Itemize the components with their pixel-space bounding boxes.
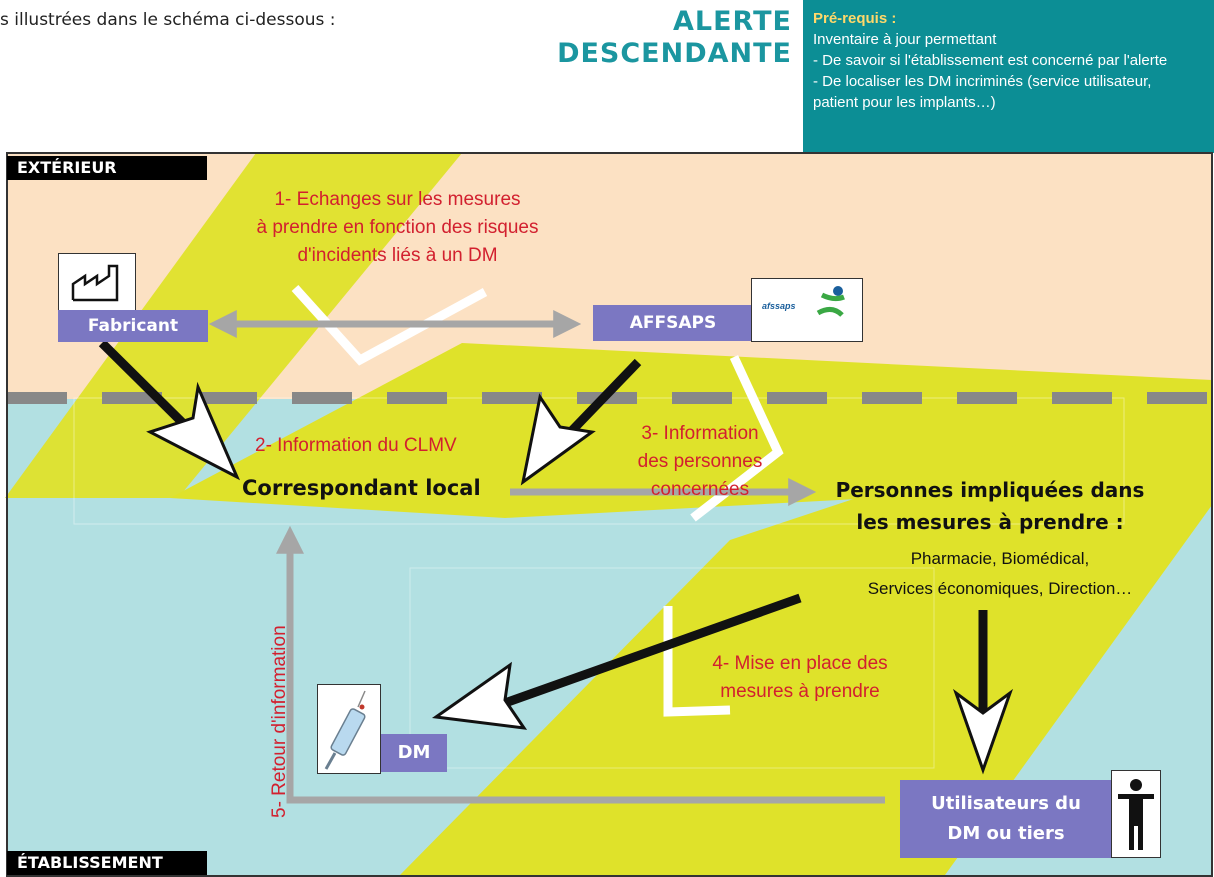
alert-title: ALERTE DESCENDANTE — [520, 6, 792, 70]
users-node: Utilisateurs du DM ou tiers — [900, 780, 1112, 858]
person-icon — [1118, 779, 1154, 850]
involved-people-line: Personnes impliquées dans — [835, 478, 1145, 502]
dm-node: DM — [381, 734, 447, 772]
prerequisites-title: Pré-requis : — [813, 10, 897, 27]
syringe-icon — [324, 690, 366, 770]
users-arrow — [952, 610, 1014, 775]
dm-arrow — [431, 593, 802, 730]
step-1-label: 1- Echanges sur les mesures à prendre en… — [220, 186, 575, 270]
local-correspondent-node: Correspondant local — [242, 476, 481, 500]
step-3-label: 3- Information des personnes concernées — [590, 420, 810, 504]
yellow-band-bottom — [400, 380, 1212, 875]
involved-people-node: Personnes impliquées dans les mesures à … — [815, 474, 1165, 538]
syringe-icon-box — [317, 684, 381, 774]
involved-people-item: Services économiques, Direction… — [867, 579, 1133, 598]
factory-icon-box — [58, 253, 136, 313]
step-4-line: mesures à prendre — [720, 681, 880, 702]
diagram-border — [6, 152, 1213, 877]
manufacturer-node: Fabricant — [58, 310, 208, 342]
prerequisites-line: - De savoir si l'établissement est conce… — [813, 52, 1168, 69]
exterior-label: EXTÉRIEUR — [7, 156, 207, 180]
factory-icon — [71, 264, 119, 302]
step-4-label: 4- Mise en place des mesures à prendre — [660, 650, 940, 706]
alert-title-line-2: DESCENDANTE — [557, 38, 792, 69]
users-node-line: Utilisateurs du — [931, 793, 1081, 814]
involved-people-list: Pharmacie, Biomédical, Services économiq… — [825, 544, 1175, 604]
step-1-line: 1- Echanges sur les mesures — [274, 189, 521, 210]
users-node-line: DM ou tiers — [947, 823, 1065, 844]
step-3-line: 3- Information — [641, 423, 759, 444]
person-icon-box — [1111, 770, 1161, 858]
prerequisites-line: - De localiser les DM incriminés (servic… — [813, 73, 1152, 90]
feedback-arrow — [276, 525, 885, 804]
afssaps-logo: afssaps — [751, 278, 863, 342]
step-3-line: des personnes concernées — [637, 451, 763, 500]
prerequisites-line: patient pour les implants…) — [813, 94, 996, 111]
white-zigzag-2 — [690, 355, 784, 522]
involved-people-line: les mesures à prendre : — [856, 510, 1124, 534]
step-4-line: 4- Mise en place des — [712, 653, 888, 674]
prerequisites-panel: Pré-requis : Inventaire à jour permettan… — [803, 0, 1214, 153]
involved-people-item: Pharmacie, Biomédical, — [910, 549, 1090, 568]
step-5-label: 5- Retour d'information — [269, 625, 290, 818]
establishment-label: ÉTABLISSEMENT — [7, 851, 207, 875]
alert-title-line-1: ALERTE — [673, 6, 792, 37]
step-1-line: à prendre en fonction des risques — [256, 217, 539, 238]
affsaps-node: AFFSAPS — [593, 305, 753, 341]
affsaps-arrow — [520, 358, 642, 486]
manufacturer-arrow — [98, 339, 241, 481]
afssaps-logo-text: afssaps — [762, 301, 796, 311]
afssaps-logo-mark — [816, 286, 845, 317]
intro-text: s illustrées dans le schéma ci-dessous : — [0, 10, 336, 30]
step-2-label: 2- Information du CLMV — [255, 435, 457, 456]
step-1-line: d'incidents liés à un DM — [297, 245, 498, 266]
prerequisites-line: Inventaire à jour permettant — [813, 31, 997, 48]
inner-frame — [409, 567, 935, 769]
